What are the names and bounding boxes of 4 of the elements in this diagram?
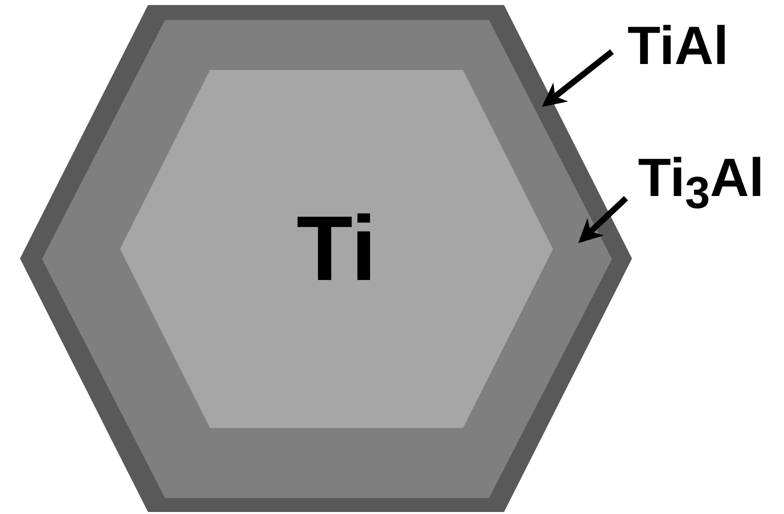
layer-label: Ti$_{3}$Al [638,151,764,215]
leader-arrow [542,49,614,107]
core-label: Ti [296,203,377,295]
layer-label: TiAl [628,19,728,73]
